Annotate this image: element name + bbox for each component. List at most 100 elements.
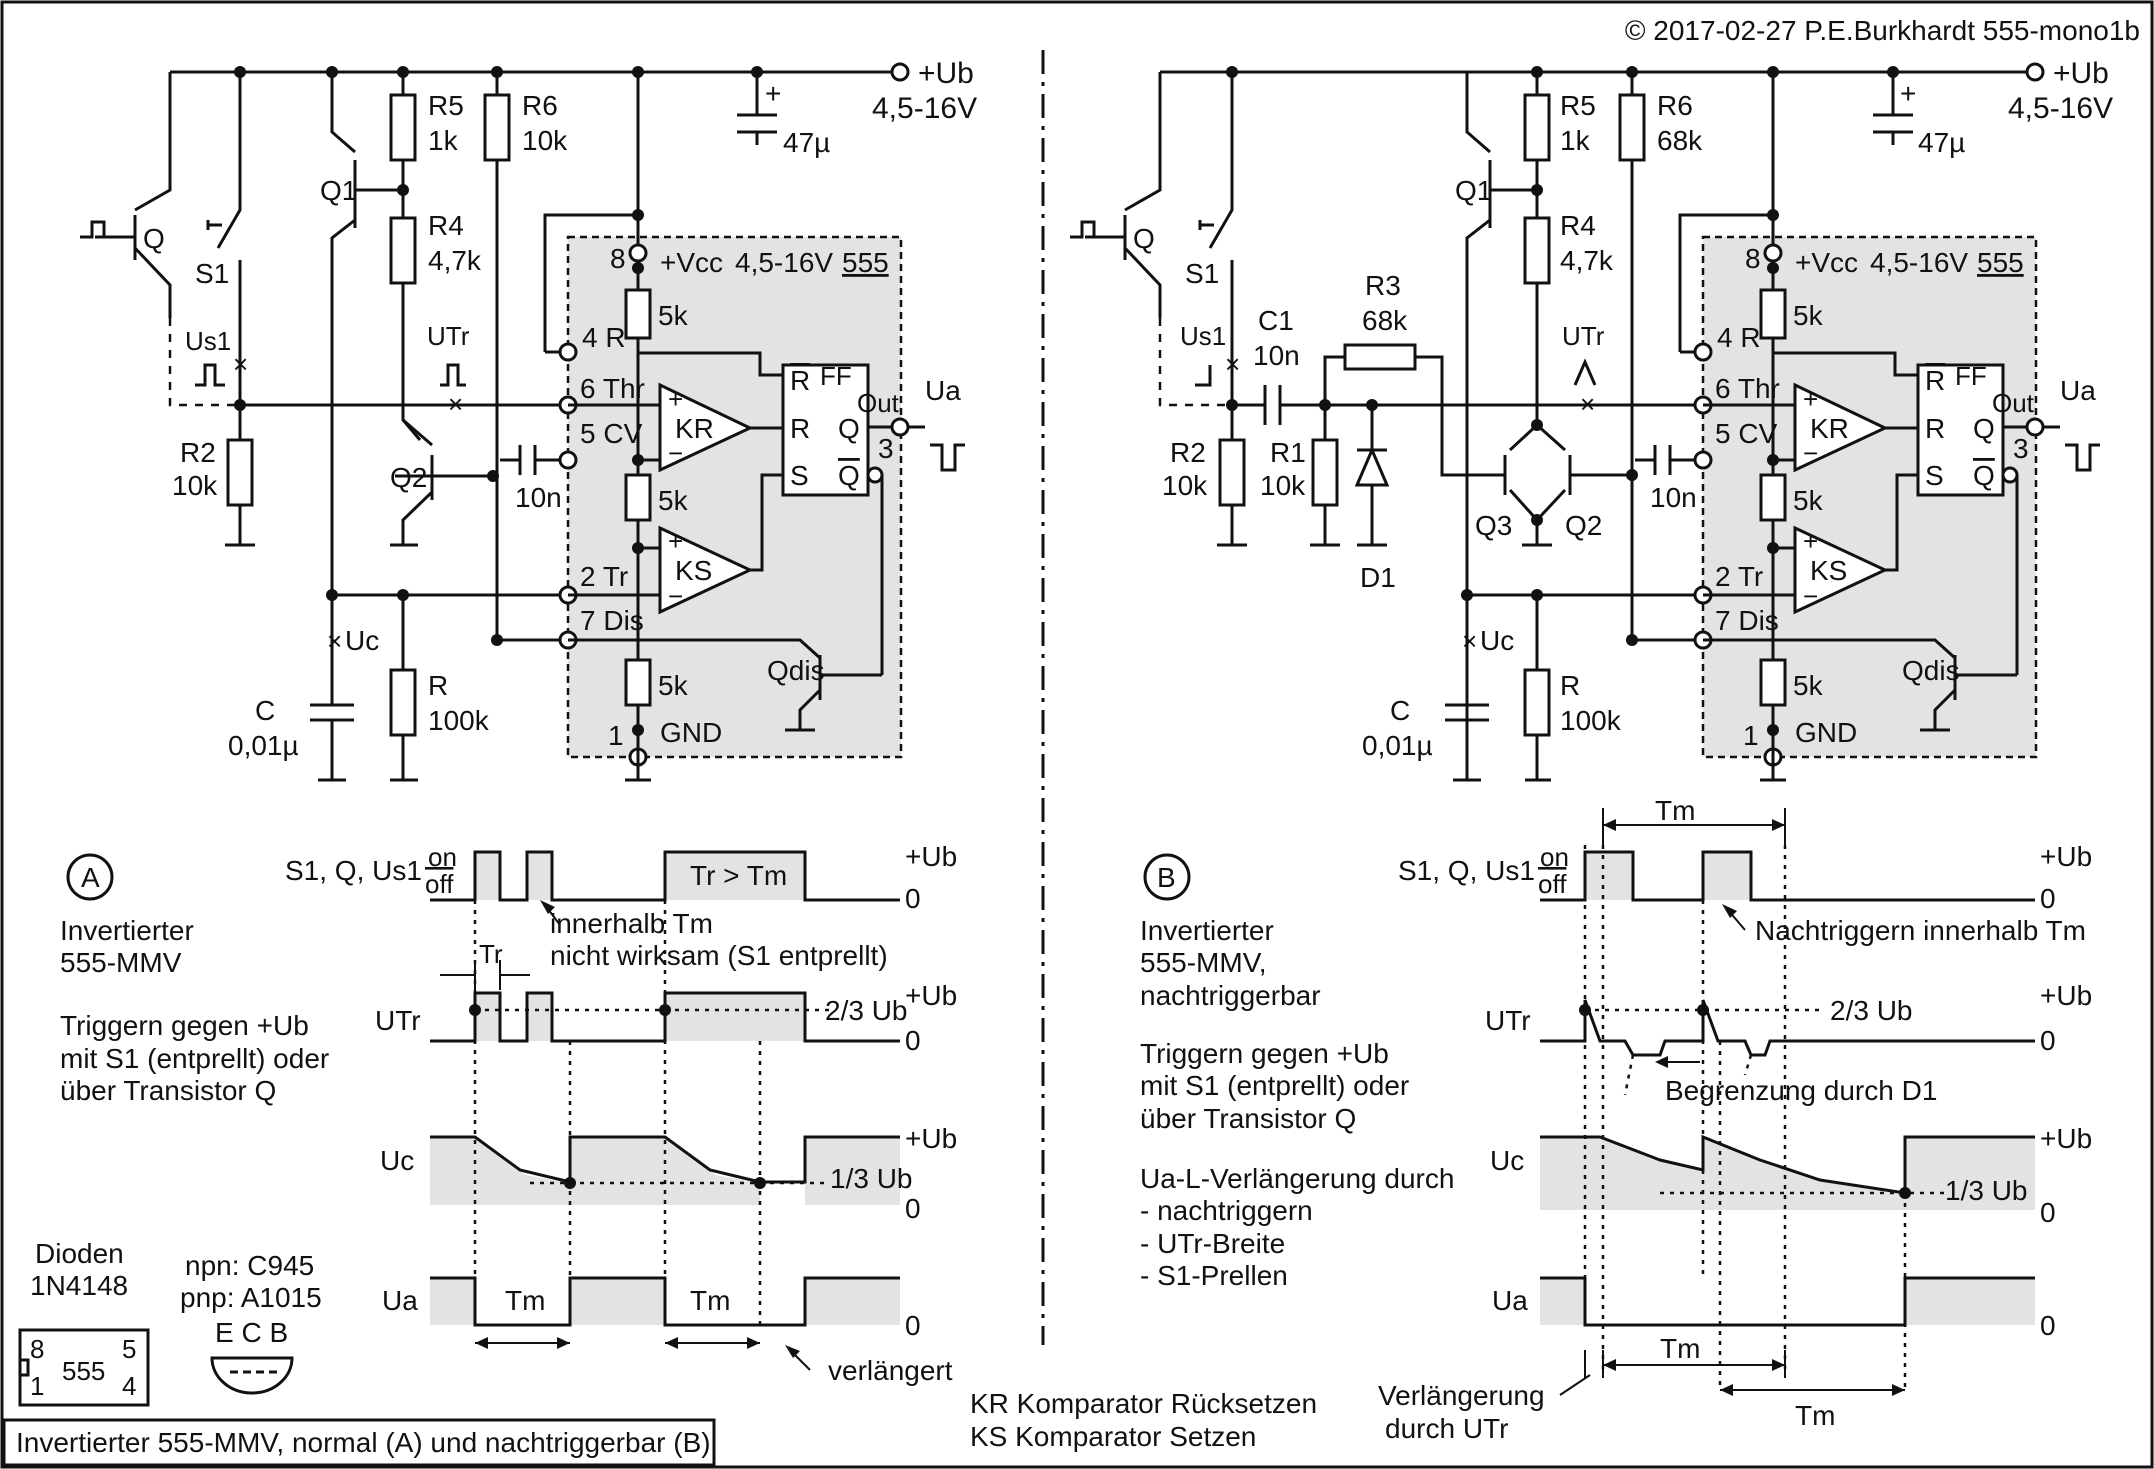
panelA-onethird: 1/3 Ub — [830, 1163, 913, 1194]
panelB-limit: Begrenzung durch D1 — [1665, 1075, 1937, 1106]
legend-diodes: Dioden — [35, 1238, 124, 1269]
panelA-zero: 0 — [2040, 883, 2056, 914]
panelB-desc1: Invertierter — [1140, 915, 1274, 946]
legend-chip: 555 — [62, 1356, 105, 1386]
panelA-sig4: Ua — [382, 1285, 418, 1316]
panelA-vplus: +Ub — [905, 980, 957, 1011]
panelA-tm: Tm — [690, 1285, 730, 1316]
circuitA-utr: UTr — [1562, 321, 1605, 351]
supply-vplus: +Ub — [918, 57, 974, 90]
ic-p5: 5 CV — [1715, 418, 1778, 449]
panelA-sig2: UTr — [375, 1005, 421, 1036]
panelA-on: on — [1540, 842, 1569, 872]
circuitA-r2: R2 — [1170, 437, 1206, 468]
panelB-ext0: Ua-L-Verlängerung durch — [1140, 1163, 1454, 1194]
panel-b-label: B — [1157, 862, 1176, 893]
panelB-trig3: über Transistor Q — [1140, 1103, 1356, 1134]
circuitA-ua: Ua — [2060, 375, 2096, 406]
circuitA-r5v: 1k — [428, 125, 459, 156]
svg-text:+: + — [668, 526, 683, 556]
panelB-extA: Verlängerung — [1378, 1380, 1545, 1411]
legend: Dioden 1N4148 8 1 5 4 555 npn: C945 pnp:… — [18, 1238, 322, 1407]
panelA-zero: 0 — [905, 1025, 921, 1056]
panelB-ext3: - S1-Prellen — [1140, 1260, 1288, 1291]
ic-vcc: +Vcc — [660, 247, 723, 278]
circuitA-uc: Uc — [345, 625, 379, 656]
panelA-desc2: 555-MMV — [60, 947, 182, 978]
ic-p1: 1 — [608, 720, 624, 751]
panelB-ext1: - nachtriggern — [1140, 1195, 1313, 1226]
circuitA-r5v: 1k — [1560, 125, 1591, 156]
panelB-extB: durch UTr — [1385, 1413, 1508, 1444]
ic-qbar: Q — [1973, 460, 1995, 491]
circuitA-q: Q — [143, 223, 165, 254]
timing-a: A Invertierter 555-MMV Triggern gegen +U… — [60, 841, 957, 1386]
ic-r5k: 5k — [658, 485, 689, 516]
legend-ks: KS Komparator Setzen — [970, 1421, 1256, 1452]
svg-text:×: × — [233, 349, 248, 379]
svg-text:×: × — [327, 626, 342, 656]
ic-name: 555 — [842, 247, 889, 278]
circuitA-q1: Q1 — [320, 175, 357, 206]
circuitB-r6v: 68k — [1657, 125, 1703, 156]
panelA-sig1: S1, Q, Us1 — [1398, 855, 1535, 886]
ic-rbar: R — [1925, 365, 1945, 396]
caption: Invertierter 555-MMV, normal (A) und nac… — [16, 1427, 711, 1458]
ic-p1: 1 — [1743, 720, 1759, 751]
ic-p5: 5 CV — [580, 418, 643, 449]
circuitA-r: R — [428, 670, 448, 701]
ic-r: R — [790, 413, 810, 444]
ic-r5k: 5k — [658, 300, 689, 331]
svg-text:+: + — [668, 384, 683, 414]
ic-kr: KR — [675, 413, 714, 444]
circuitA-us1: Us1 — [185, 326, 231, 356]
panelB-ext2: - UTr-Breite — [1140, 1228, 1285, 1259]
circuitA-r2v: 10k — [1162, 470, 1208, 501]
panelA-note1: innerhalb Tm — [550, 908, 713, 939]
circuitA-r2: R2 — [180, 437, 216, 468]
ic-qdis: Qdis — [767, 655, 825, 686]
ic-555-box-b — [1701, 235, 2038, 759]
ic-out: Out — [857, 388, 900, 418]
svg-text:−: − — [1803, 438, 1818, 468]
circuitA-r5: R5 — [1560, 90, 1596, 121]
svg-text:×: × — [1225, 349, 1240, 379]
circuitA-cv2: 0,01µ — [1362, 730, 1433, 761]
circuitA-r6: R6 — [1657, 90, 1693, 121]
panelB-desc3: nachtriggerbar — [1140, 980, 1321, 1011]
circuitA-us1: Us1 — [1180, 321, 1226, 351]
legend-kr: KR Komparator Rücksetzen — [970, 1388, 1317, 1419]
ic-gnd: GND — [1795, 717, 1857, 748]
panelA-zero: 0 — [905, 883, 921, 914]
circuitB-c1: C1 — [1258, 305, 1294, 336]
circuitA-r4v: 4,7k — [1560, 245, 1614, 276]
ic-p8: 8 — [610, 243, 626, 274]
circuitA-cv: 10n — [1650, 482, 1697, 513]
circuitA-rv: 100k — [428, 705, 490, 736]
ic-q: Q — [838, 413, 860, 444]
ic-r5k: 5k — [1793, 670, 1824, 701]
ic-qdis: Qdis — [1902, 655, 1960, 686]
svg-text:×: × — [448, 389, 463, 419]
ic-name: 555 — [1977, 247, 2024, 278]
svg-text:+: + — [765, 78, 781, 109]
panelA-zero: 0 — [905, 1193, 921, 1224]
ic-p2: 2 Tr — [580, 561, 628, 592]
panelA-off: off — [1538, 869, 1567, 899]
supply-range: 4,5-16V — [872, 92, 977, 125]
legend-pin8: 8 — [30, 1334, 44, 1364]
circuitA-ua: Ua — [925, 375, 961, 406]
circuit-a: +Ub 4,5-16V + 47µ Q S1 Us1 × × UTr R2 10… — [80, 57, 977, 782]
supply-cap: 47µ — [1918, 127, 1965, 158]
ic-ff: FF — [820, 361, 852, 391]
ic-p3: 3 — [2013, 433, 2029, 464]
ic-555-box-a — [566, 235, 903, 759]
panelB-tm: Tm — [1795, 1400, 1835, 1431]
panelA-vplus: +Ub — [905, 1123, 957, 1154]
circuitA-r4: R4 — [1560, 210, 1596, 241]
panelA-onethird: 1/3 Ub — [1945, 1175, 2028, 1206]
svg-text:×: × — [1462, 626, 1477, 656]
ic-p4: 4 R — [1717, 322, 1761, 353]
panelB-tm: Tm — [1660, 1333, 1700, 1364]
